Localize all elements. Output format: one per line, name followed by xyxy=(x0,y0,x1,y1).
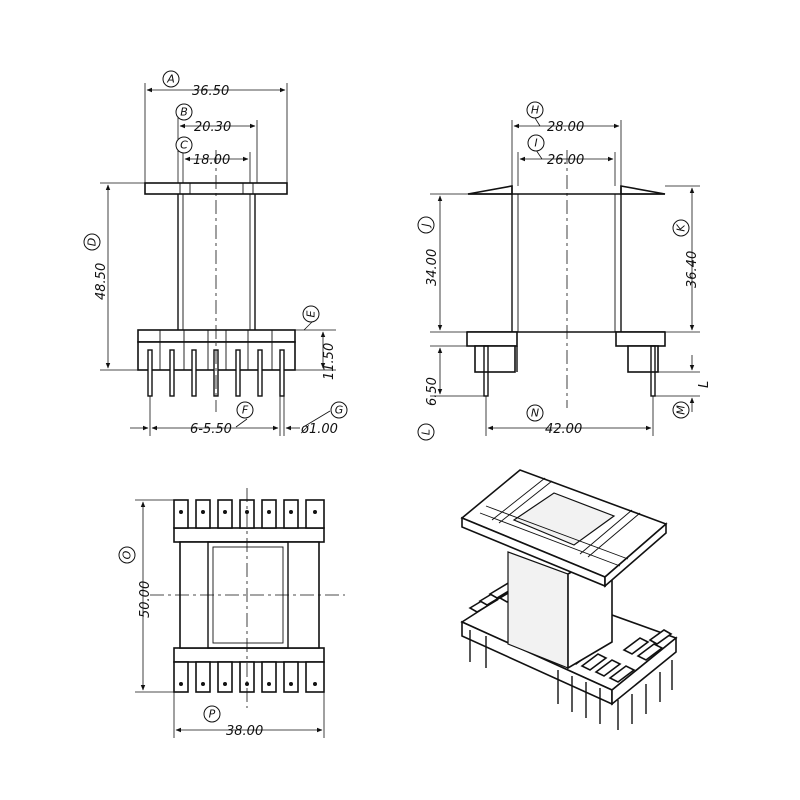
dim-m-letter: M xyxy=(675,405,688,415)
dim-d-letter: D xyxy=(86,238,99,246)
front-view: A 36.50 B 20.30 C 18.00 D 48.50 E 11.50 … xyxy=(83,70,348,437)
dim-h-letter: H xyxy=(531,104,539,117)
dim-o-letter: O xyxy=(121,550,134,559)
side-view: H 28.00 I 26.00 J 34.00 K 36.40 L 6.50 M… xyxy=(417,101,712,441)
side-base-left xyxy=(466,331,518,347)
dim-n-value: 42.00 xyxy=(545,422,582,437)
dim-p-bubble xyxy=(203,705,221,723)
dim-k-bubble xyxy=(672,219,690,237)
dim-c-bubble xyxy=(175,136,193,154)
side-base-right xyxy=(615,331,666,347)
dim-e-letter: E xyxy=(305,310,318,317)
bottom-bottom-comb xyxy=(173,647,325,693)
dim-g-bubble xyxy=(330,401,348,419)
side-top-flange-right xyxy=(620,185,666,195)
dim-n-letter: N xyxy=(531,407,539,420)
dim-l-letter: L xyxy=(420,429,433,435)
dim-e-bubble xyxy=(302,305,320,323)
front-base-flange xyxy=(137,329,296,343)
dim-g-value: ø1.00 xyxy=(300,422,338,437)
dim-i-bubble xyxy=(527,134,545,152)
dim-c-letter: C xyxy=(180,139,188,152)
dim-m-bubble xyxy=(672,401,690,419)
dim-d-value: 48.50 xyxy=(94,263,109,300)
dim-o-bubble xyxy=(118,546,136,564)
dim-m-value: L xyxy=(697,381,712,388)
dim-a-bubble xyxy=(162,70,180,88)
dim-a-letter: A xyxy=(166,73,175,86)
dim-c-value: 18.00 xyxy=(193,153,230,168)
dim-k-letter: K xyxy=(675,224,688,232)
dim-b-bubble xyxy=(175,103,193,121)
dim-k-value: 36.40 xyxy=(685,251,700,288)
dim-d-bubble xyxy=(83,233,101,251)
side-foot-left xyxy=(474,345,516,373)
front-pins xyxy=(147,349,285,397)
isometric-view xyxy=(460,469,678,730)
dim-i-letter: I xyxy=(534,137,537,150)
dim-h-bubble xyxy=(526,101,544,119)
bottom-top-comb xyxy=(173,499,325,543)
dim-g-letter: G xyxy=(335,404,344,417)
dim-o-value: 50.00 xyxy=(138,581,153,618)
dim-l-value: 6.50 xyxy=(425,377,440,406)
side-foot-right xyxy=(627,345,659,373)
dim-j-letter: J xyxy=(420,223,433,228)
dim-f-bubble xyxy=(236,401,254,419)
iso-tube-opening xyxy=(512,492,616,546)
side-top-flange-left xyxy=(467,185,513,195)
bottom-view: O 50.00 P 38.00 xyxy=(118,488,345,739)
dim-b-value: 20.30 xyxy=(194,120,231,135)
dim-j-bubble xyxy=(417,216,435,234)
dim-f-letter: F xyxy=(242,404,249,417)
dim-n-bubble xyxy=(526,404,544,422)
dim-f-value: 6-5.50 xyxy=(190,422,232,437)
dim-p-letter: P xyxy=(209,708,216,721)
bottom-pin-holes xyxy=(179,510,317,686)
iso-pins xyxy=(469,630,673,730)
dim-j-value: 34.00 xyxy=(425,249,440,286)
dim-e-value: 11.50 xyxy=(322,343,337,380)
dim-a-value: 36.50 xyxy=(192,84,229,99)
dim-b-letter: B xyxy=(180,106,188,119)
dim-p-value: 38.00 xyxy=(226,724,263,739)
dim-h-value: 28.00 xyxy=(547,120,584,135)
dim-i-value: 26.00 xyxy=(547,153,584,168)
dim-l-bubble xyxy=(417,423,435,441)
